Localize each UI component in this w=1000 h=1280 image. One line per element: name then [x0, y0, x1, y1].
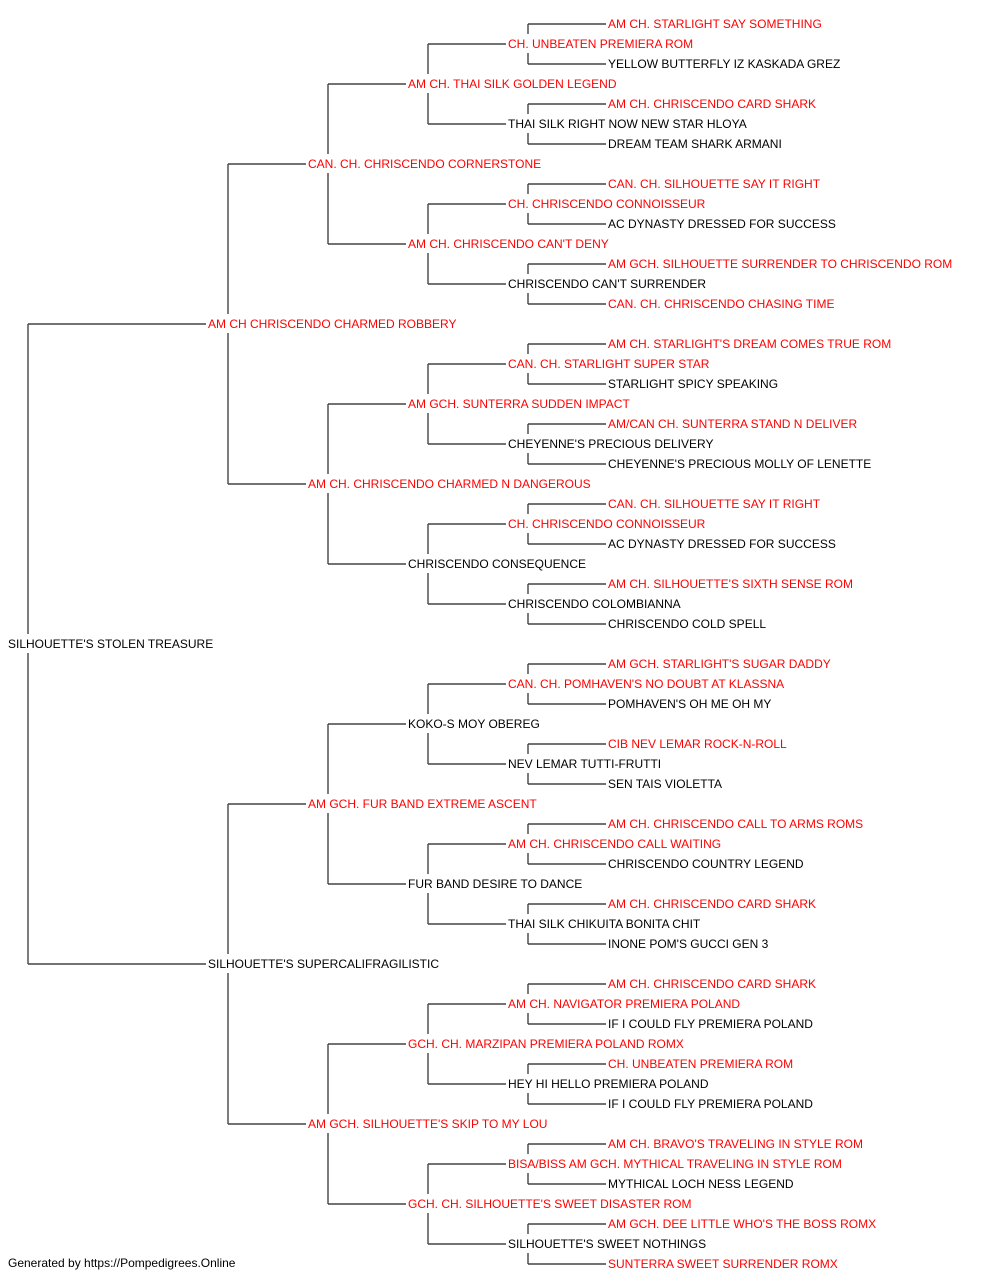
pedigree-sire-gen3-name: KOKO-S MOY OBEREG — [408, 717, 540, 731]
pedigree-dam-gen5-name: SUNTERRA SWEET SURRENDER ROMX — [608, 1257, 838, 1271]
pedigree-sire-gen4-name: CH. CHRISCENDO CONNOISSEUR — [508, 197, 706, 211]
pedigree-sire-gen3-name: AM GCH. SUNTERRA SUDDEN IMPACT — [408, 397, 630, 411]
pedigree-dam-gen5-name: STARLIGHT SPICY SPEAKING — [608, 377, 778, 391]
pedigree-sire-gen5-name: AM CH. STARLIGHT'S DREAM COMES TRUE ROM — [608, 337, 891, 351]
pedigree-sire-gen3-name: AM CH. THAI SILK GOLDEN LEGEND — [408, 77, 617, 91]
pedigree-dam-gen2-name: AM GCH. SILHOUETTE'S SKIP TO MY LOU — [308, 1117, 547, 1131]
pedigree-dam-gen4-name: THAI SILK RIGHT NOW NEW STAR HLOYA — [508, 117, 747, 131]
pedigree-sire-gen5-name: CAN. CH. SILHOUETTE SAY IT RIGHT — [608, 177, 821, 191]
pedigree-dam-gen5-name: SEN TAIS VIOLETTA — [608, 777, 722, 791]
pedigree-dam-gen5-name: CHRISCENDO COUNTRY LEGEND — [608, 857, 804, 871]
pedigree-dam-gen3-name: FUR BAND DESIRE TO DANCE — [408, 877, 582, 891]
pedigree-dam-gen5-name: IF I COULD FLY PREMIERA POLAND — [608, 1097, 813, 1111]
pedigree-dam-gen4-name: THAI SILK CHIKUITA BONITA CHIT — [508, 917, 701, 931]
pedigree-dam-gen3-name: AM CH. CHRISCENDO CAN'T DENY — [408, 237, 609, 251]
pedigree-sire-gen5-name: AM CH. SILHOUETTE'S SIXTH SENSE ROM — [608, 577, 853, 591]
pedigree-dam-gen5-name: INONE POM'S GUCCI GEN 3 — [608, 937, 769, 951]
pedigree-dam-gen4-name: HEY HI HELLO PREMIERA POLAND — [508, 1077, 709, 1091]
pedigree-dam-gen4-name: CHRISCENDO CAN'T SURRENDER — [508, 277, 706, 291]
pedigree-sire-gen5-name: AM GCH. STARLIGHT'S SUGAR DADDY — [608, 657, 831, 671]
pedigree-sire-gen1-name: AM CH CHRISCENDO CHARMED ROBBERY — [208, 317, 456, 331]
pedigree-sire-gen4-name: AM CH. NAVIGATOR PREMIERA POLAND — [508, 997, 740, 1011]
subject-dog-name: SILHOUETTE'S STOLEN TREASURE — [8, 637, 213, 651]
pedigree-dam-gen2-name: AM CH. CHRISCENDO CHARMED N DANGEROUS — [308, 477, 591, 491]
pedigree-sire-gen5-name: AM CH. BRAVO'S TRAVELING IN STYLE ROM — [608, 1137, 863, 1151]
pedigree-sire-gen2-name: AM GCH. FUR BAND EXTREME ASCENT — [308, 797, 537, 811]
pedigree-dam-gen5-name: AC DYNASTY DRESSED FOR SUCCESS — [608, 537, 836, 551]
pedigree-sire-gen3-name: GCH. CH. MARZIPAN PREMIERA POLAND ROMX — [408, 1037, 684, 1051]
pedigree-sire-gen5-name: CH. UNBEATEN PREMIERA ROM — [608, 1057, 793, 1071]
pedigree-dam-gen5-name: YELLOW BUTTERFLY IZ KASKADA GREZ — [608, 57, 840, 71]
pedigree-dam-gen5-name: MYTHICAL LOCH NESS LEGEND — [608, 1177, 794, 1191]
pedigree-sire-gen5-name: CAN. CH. SILHOUETTE SAY IT RIGHT — [608, 497, 821, 511]
pedigree-sire-gen5-name: AM CH. CHRISCENDO CARD SHARK — [608, 97, 816, 111]
pedigree-dam-gen5-name: CAN. CH. CHRISCENDO CHASING TIME — [608, 297, 834, 311]
pedigree-sire-gen4-name: CH. CHRISCENDO CONNOISSEUR — [508, 517, 706, 531]
pedigree-sire-gen5-name: CIB NEV LEMAR ROCK-N-ROLL — [608, 737, 787, 751]
pedigree-sire-gen4-name: CH. UNBEATEN PREMIERA ROM — [508, 37, 693, 51]
pedigree-dam-gen4-name: SILHOUETTE'S SWEET NOTHINGS — [508, 1237, 706, 1251]
pedigree-sire-gen4-name: CAN. CH. STARLIGHT SUPER STAR — [508, 357, 710, 371]
pedigree-dam-gen1-name: SILHOUETTE'S SUPERCALIFRAGILISTIC — [208, 957, 439, 971]
pedigree-dam-gen3-name: GCH. CH. SILHOUETTE'S SWEET DISASTER ROM — [408, 1197, 691, 1211]
pedigree-sire-gen5-name: AM CH. STARLIGHT SAY SOMETHING — [608, 17, 822, 31]
pedigree-dam-gen4-name: NEV LEMAR TUTTI-FRUTTI — [508, 757, 661, 771]
pedigree-sire-gen4-name: BISA/BISS AM GCH. MYTHICAL TRAVELING IN … — [508, 1157, 842, 1171]
pedigree-sire-gen5-name: AM CH. CHRISCENDO CALL TO ARMS ROMS — [608, 817, 863, 831]
pedigree-sire-gen5-name: AM GCH. DEE LITTLE WHO'S THE BOSS ROMX — [608, 1217, 876, 1231]
pedigree-dam-gen5-name: POMHAVEN'S OH ME OH MY — [608, 697, 771, 711]
pedigree-sire-gen4-name: CAN. CH. POMHAVEN'S NO DOUBT AT KLASSNA — [508, 677, 784, 691]
pedigree-sire-gen5-name: AM/CAN CH. SUNTERRA STAND N DELIVER — [608, 417, 857, 431]
pedigree-sire-gen5-name: AM CH. CHRISCENDO CARD SHARK — [608, 897, 816, 911]
pedigree-dam-gen5-name: CHRISCENDO COLD SPELL — [608, 617, 766, 631]
pedigree-dam-gen3-name: CHRISCENDO CONSEQUENCE — [408, 557, 586, 571]
pedigree-dam-gen4-name: CHEYENNE'S PRECIOUS DELIVERY — [508, 437, 713, 451]
footer-credit: Generated by https://Pompedigrees.Online — [8, 1256, 236, 1270]
pedigree-sire-gen5-name: AM CH. CHRISCENDO CARD SHARK — [608, 977, 816, 991]
pedigree-dam-gen5-name: CHEYENNE'S PRECIOUS MOLLY OF LENETTE — [608, 457, 871, 471]
pedigree-sire-gen4-name: AM CH. CHRISCENDO CALL WAITING — [508, 837, 721, 851]
pedigree-sire-gen2-name: CAN. CH. CHRISCENDO CORNERSTONE — [308, 157, 541, 171]
pedigree-dam-gen5-name: AC DYNASTY DRESSED FOR SUCCESS — [608, 217, 836, 231]
pedigree-sire-gen5-name: AM GCH. SILHOUETTE SURRENDER TO CHRISCEN… — [608, 257, 952, 271]
pedigree-dam-gen5-name: IF I COULD FLY PREMIERA POLAND — [608, 1017, 813, 1031]
pedigree-dam-gen5-name: DREAM TEAM SHARK ARMANI — [608, 137, 782, 151]
pedigree-dam-gen4-name: CHRISCENDO COLOMBIANNA — [508, 597, 681, 611]
